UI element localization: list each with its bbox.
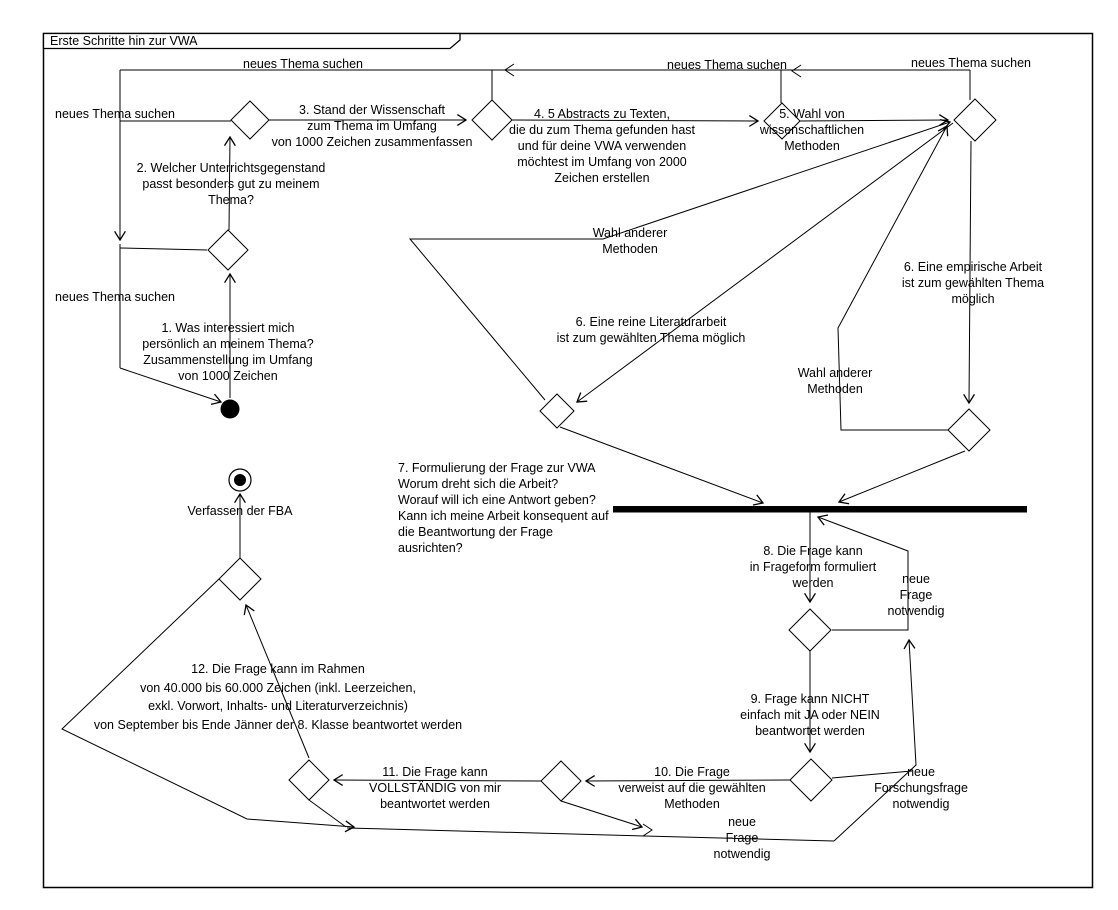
activity-label-step-1: 1. Was interessiert mich persönlich an m… bbox=[142, 321, 314, 383]
edge-label-neue-forschungsfrage: neue Forschungsfrage notwendig bbox=[874, 765, 968, 811]
edge-label-wahl-anderer-methoden-rechts: Wahl anderer Methoden bbox=[797, 366, 873, 396]
decision-node-11 bbox=[288, 759, 330, 801]
activity-label-step-5: 5. Wahl von wissenschaftlichen Methoden bbox=[759, 107, 865, 153]
decision-node-4 bbox=[763, 102, 801, 140]
decision-node-5 bbox=[953, 98, 997, 142]
edge-label-neue-frage-unten: neue Frage notwendig bbox=[713, 815, 771, 861]
edge-label-neue-frage-oben: neue Frage notwendig bbox=[887, 572, 945, 618]
decision-node-9 bbox=[789, 758, 833, 802]
edge-label-neues-thema-suchen-1: neues Thema suchen bbox=[243, 57, 363, 71]
activity-label-step-7: 7. Formulierung der Frage zur VWA Worum … bbox=[398, 461, 609, 555]
frame-title: Erste Schritte hin zur VWA bbox=[50, 34, 198, 48]
join-bar bbox=[613, 506, 1027, 513]
arrowhead bbox=[791, 64, 802, 78]
final-node bbox=[228, 468, 252, 492]
edge-label-wahl-anderer-methoden-links: Wahl anderer Methoden bbox=[592, 226, 668, 256]
activity-label-step-11: 11. Die Frage kann VOLLSTÄNDIG von mir b… bbox=[369, 765, 501, 811]
decision-node-12 bbox=[218, 557, 262, 601]
decision-node-8 bbox=[788, 608, 832, 652]
activity-label-step-4: 4. 5 Abstracts zu Texten, die du zum The… bbox=[508, 107, 696, 185]
activity-label-step-6-empirisch: 6. Eine empirische Arbeit ist zum gewähl… bbox=[901, 260, 1045, 306]
activity-label-step-8: 8. Die Frage kann in Frageform formulier… bbox=[749, 544, 877, 590]
diagram-frame bbox=[42, 32, 1094, 889]
edge-label-neues-thema-suchen-5: neues Thema suchen bbox=[55, 290, 175, 304]
decision-node-10 bbox=[540, 760, 582, 802]
frame-title-tab bbox=[42, 32, 461, 50]
decision-node-6-literatur bbox=[539, 393, 575, 429]
decision-node-3 bbox=[471, 99, 513, 141]
activity-label-verfassen-der-fba: Verfassen der FBA bbox=[187, 504, 293, 518]
arrowhead bbox=[642, 823, 653, 837]
activity-label-step-3: 3. Stand der Wissenschaft zum Thema im U… bbox=[271, 103, 473, 149]
activity-label-step-10: 10. Die Frage verweist auf die gewählten… bbox=[618, 765, 766, 811]
decision-nodes bbox=[207, 98, 997, 802]
decision-node-6-empirisch bbox=[947, 408, 991, 452]
edge-label-neues-thema-suchen-2: neues Thema suchen bbox=[667, 58, 787, 72]
activity-label-step-2: 2. Welcher Unterrichtsgegenstand passt b… bbox=[136, 161, 326, 207]
activity-label-step-9: 9. Frage kann NICHT einfach mit JA oder … bbox=[740, 692, 880, 738]
initial-node bbox=[220, 399, 240, 419]
edge-label-neues-thema-suchen-3: neues Thema suchen bbox=[911, 56, 1031, 70]
activity-label-step-12: 12. Die Frage kann im Rahmen von 40.000 … bbox=[93, 662, 463, 732]
connector-lines bbox=[61, 63, 976, 842]
final-node-dot bbox=[234, 474, 246, 486]
decision-node-1 bbox=[230, 100, 270, 140]
arrowhead bbox=[504, 63, 515, 77]
edge-label-neues-thema-suchen-4: neues Thema suchen bbox=[55, 107, 175, 121]
decision-node-2 bbox=[207, 229, 249, 271]
activity-label-step-6-literatur: 6. Eine reine Literaturarbeit ist zum ge… bbox=[556, 315, 746, 345]
